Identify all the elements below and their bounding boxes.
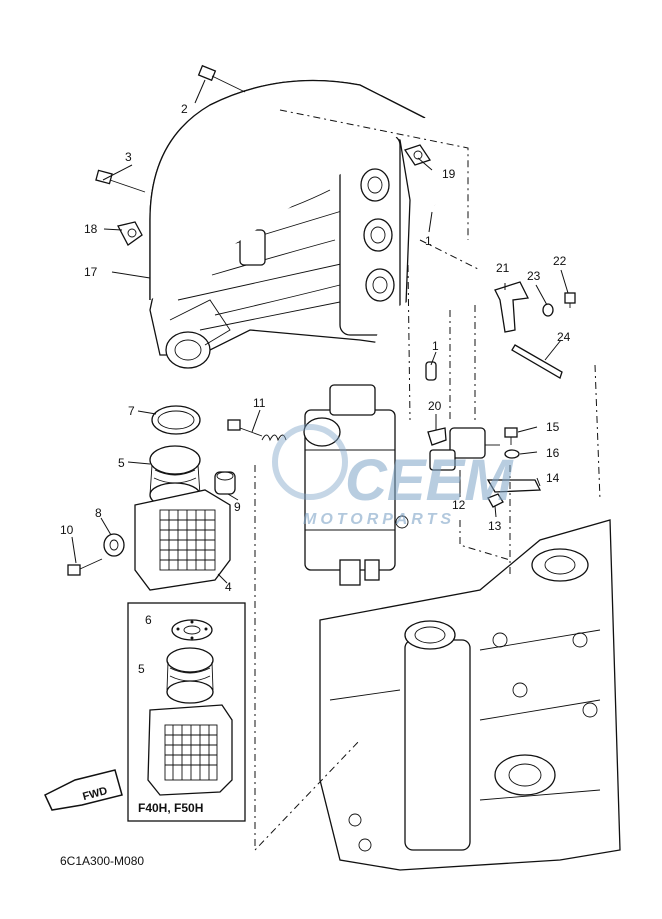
hose-joint-1 xyxy=(425,361,437,381)
tie-24 xyxy=(511,344,563,379)
vapor-separator xyxy=(303,384,409,586)
callout-3: 3 xyxy=(125,150,132,164)
bolt-2 xyxy=(197,64,246,93)
callout-labels: 1 1 2 3 4 5 5 6 7 8 9 10 11 12 13 14 15 … xyxy=(60,102,571,676)
watermark-brand: CEEM xyxy=(345,448,514,513)
callout-5: 5 xyxy=(118,456,125,470)
callout-6: 6 xyxy=(145,613,152,627)
inset-silencer xyxy=(147,704,233,796)
inset-box: F40H, F50H xyxy=(127,602,246,822)
callout-5-inset: 5 xyxy=(138,662,145,676)
screw-22 xyxy=(564,292,576,308)
callout-24: 24 xyxy=(557,330,571,344)
bracket-21 xyxy=(494,281,529,333)
clip-20 xyxy=(427,427,447,446)
callout-11: 11 xyxy=(253,396,266,410)
fwd-arrow: FWD xyxy=(44,769,123,811)
washer-16 xyxy=(504,449,520,459)
alignment-lines xyxy=(254,109,601,852)
silencer-4 xyxy=(134,489,231,591)
callout-1-upper: 1 xyxy=(425,234,432,248)
callout-15: 15 xyxy=(546,420,560,434)
clamp-19 xyxy=(403,144,432,166)
watermark-sub: MOTORPARTS xyxy=(303,511,455,528)
callout-17: 17 xyxy=(84,265,98,279)
callout-2: 2 xyxy=(181,102,188,116)
clamp-7 xyxy=(151,405,201,435)
callout-20: 20 xyxy=(428,399,442,413)
callout-13: 13 xyxy=(488,519,502,533)
callout-16: 16 xyxy=(546,446,560,460)
bolt-10 xyxy=(67,558,103,576)
spring xyxy=(261,434,287,442)
washer-23 xyxy=(542,303,554,317)
clamp-18 xyxy=(117,221,143,246)
callout-12: 12 xyxy=(452,498,466,512)
callout-19: 19 xyxy=(442,167,456,181)
nut-13 xyxy=(487,493,504,508)
callout-21: 21 xyxy=(496,261,510,275)
callout-10: 10 xyxy=(60,523,74,537)
diagram-code: 6C1A300-M080 xyxy=(60,854,144,868)
callout-7: 7 xyxy=(128,404,135,418)
callout-1-lower: 1 xyxy=(432,339,439,353)
callout-14: 14 xyxy=(546,471,560,485)
inset-models-label: F40H, F50H xyxy=(138,801,203,815)
callout-4: 4 xyxy=(225,580,232,594)
bolt-15 xyxy=(504,427,518,445)
callout-9: 9 xyxy=(234,500,241,514)
grommet-9 xyxy=(214,471,236,495)
callout-18: 18 xyxy=(84,222,98,236)
intake-manifold xyxy=(149,129,411,369)
callout-22: 22 xyxy=(553,254,567,268)
callout-23: 23 xyxy=(527,269,541,283)
silencer-grid xyxy=(159,509,216,571)
bolt-11 xyxy=(227,419,263,437)
watermark: CEEM MOTORPARTS xyxy=(272,424,514,528)
inset-gasket-6 xyxy=(171,619,213,641)
inset-joint-5 xyxy=(166,647,214,704)
callout-8: 8 xyxy=(95,506,102,520)
bracket-14 xyxy=(486,479,542,493)
grommet-8 xyxy=(103,533,125,557)
cylinder-block xyxy=(319,519,621,871)
solenoid-valve-12 xyxy=(429,427,500,471)
bolt-3 xyxy=(95,169,146,193)
